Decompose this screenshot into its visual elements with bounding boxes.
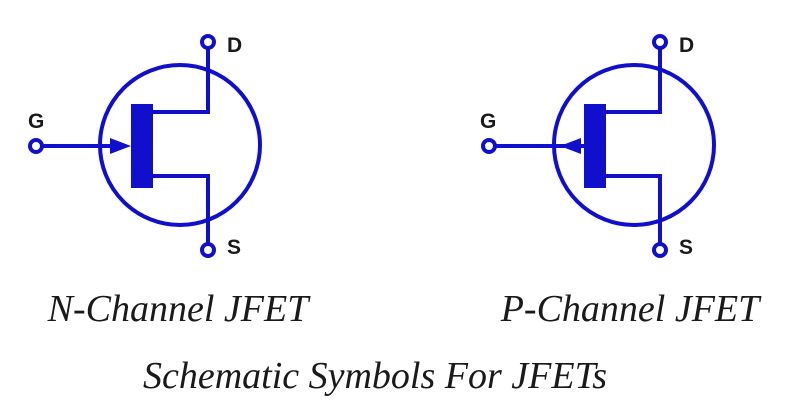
p-channel-drain-terminal: [652, 34, 668, 50]
p-channel-source-terminal: [652, 242, 668, 258]
n-channel-caption: N-Channel JFET: [47, 288, 312, 330]
diagram-title: Schematic Symbols For JFETs: [143, 355, 607, 397]
n-channel-gate-label: G: [28, 110, 44, 133]
p-channel-drain-lead: [606, 44, 662, 114]
p-channel-gate-label: G: [480, 110, 496, 133]
p-channel-channel-bar: [584, 104, 606, 188]
n-channel-source-label: S: [227, 236, 241, 259]
n-channel-jfet-symbol: [28, 34, 262, 258]
n-channel-drain-terminal: [200, 34, 216, 50]
p-channel-caption: P-Channel JFET: [500, 288, 762, 330]
p-channel-jfet-symbol: [481, 34, 716, 258]
p-channel-source-lead: [606, 174, 662, 248]
p-channel-gate-arrow: [560, 138, 581, 154]
n-channel-gate-terminal: [28, 138, 44, 154]
p-channel-gate-terminal: [481, 138, 497, 154]
p-channel-drain-label: D: [679, 34, 694, 57]
n-channel-channel-bar: [131, 104, 153, 188]
n-channel-source-terminal: [200, 242, 216, 258]
n-channel-drain-lead: [153, 44, 210, 114]
p-channel-source-label: S: [679, 236, 693, 259]
n-channel-drain-label: D: [227, 34, 242, 57]
n-channel-source-lead: [153, 174, 210, 248]
n-channel-gate-arrow: [110, 138, 131, 154]
